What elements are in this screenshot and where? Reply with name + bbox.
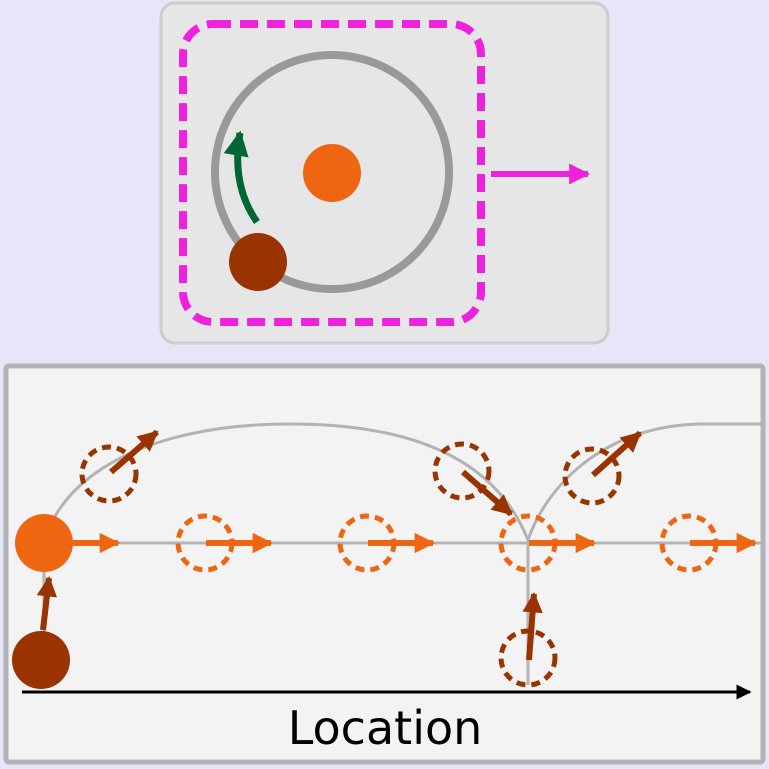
velocity-arrow-icon — [36, 575, 58, 631]
velocity-arrow-icon — [591, 430, 642, 478]
velocity-arrow-icon — [461, 469, 513, 517]
orbiting-body-snapshot — [562, 446, 622, 506]
center-body — [303, 144, 361, 202]
orbiting-body-snapshot — [79, 444, 139, 504]
orbiting-body-snapshot — [432, 441, 492, 501]
orbiting-body-snapshot — [498, 628, 558, 688]
orbiting-body — [229, 233, 287, 291]
main-panel: Location — [3, 363, 766, 765]
orbit-ring — [211, 51, 453, 293]
trajectory-arc-2 — [526, 422, 763, 685]
reference-frame-dashed-box — [179, 20, 485, 326]
velocity-arrow-icon — [109, 429, 159, 475]
center-body — [15, 514, 73, 572]
rotation-arrow-icon — [223, 130, 260, 225]
velocity-arrow-icon — [522, 591, 543, 661]
trajectory-arc-1 — [42, 422, 530, 685]
orbiting-body — [12, 631, 70, 689]
inset-panel — [159, 1, 610, 345]
location-axis-label: Location — [288, 701, 483, 755]
